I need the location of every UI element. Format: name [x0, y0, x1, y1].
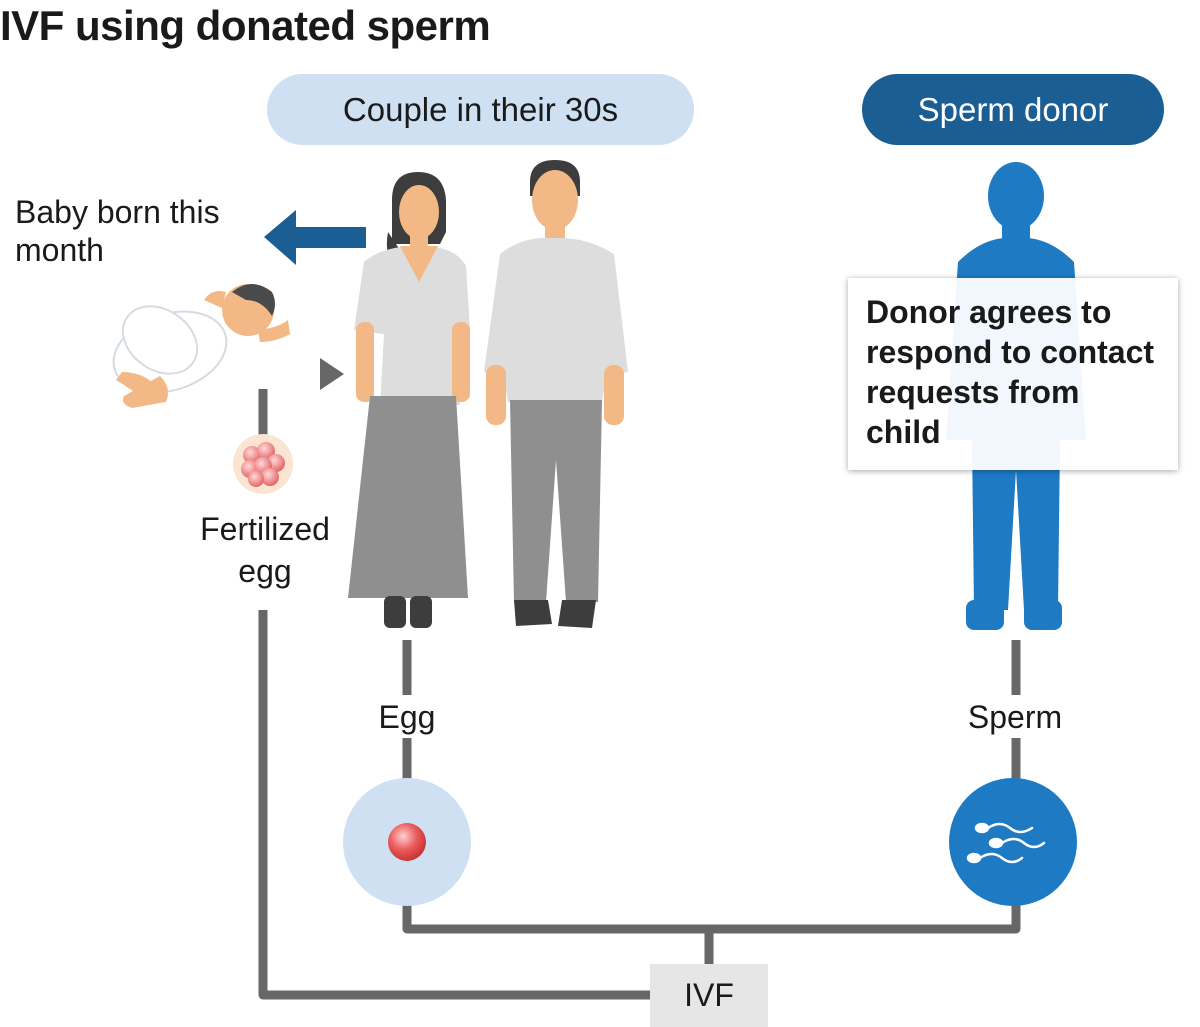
egg-label: Egg	[378, 699, 436, 735]
page-title: IVF using donated sperm	[0, 2, 491, 49]
connector-lines	[258, 389, 1021, 1000]
sperm-donor-label: Sperm donor	[862, 74, 1164, 145]
baby-icon	[112, 284, 290, 408]
baby-born-label: Baby born this month	[15, 194, 220, 268]
fertilized-egg-label: Fertilized egg	[200, 511, 330, 589]
donor-agreement-note: Donor agrees to respond to contact reque…	[848, 278, 1178, 470]
ivf-label: IVF	[650, 964, 768, 1027]
sperm-cell-icon	[949, 778, 1077, 906]
man-figure-icon	[484, 160, 628, 628]
sperm-label: Sperm	[967, 699, 1063, 735]
arrow-left-icon	[264, 210, 366, 265]
fertilized-egg-icon	[233, 434, 293, 494]
egg-cell-icon	[343, 778, 471, 906]
couple-label: Couple in their 30s	[267, 74, 694, 145]
arrow-to-mother-icon	[320, 358, 344, 390]
woman-figure-icon	[348, 172, 470, 628]
